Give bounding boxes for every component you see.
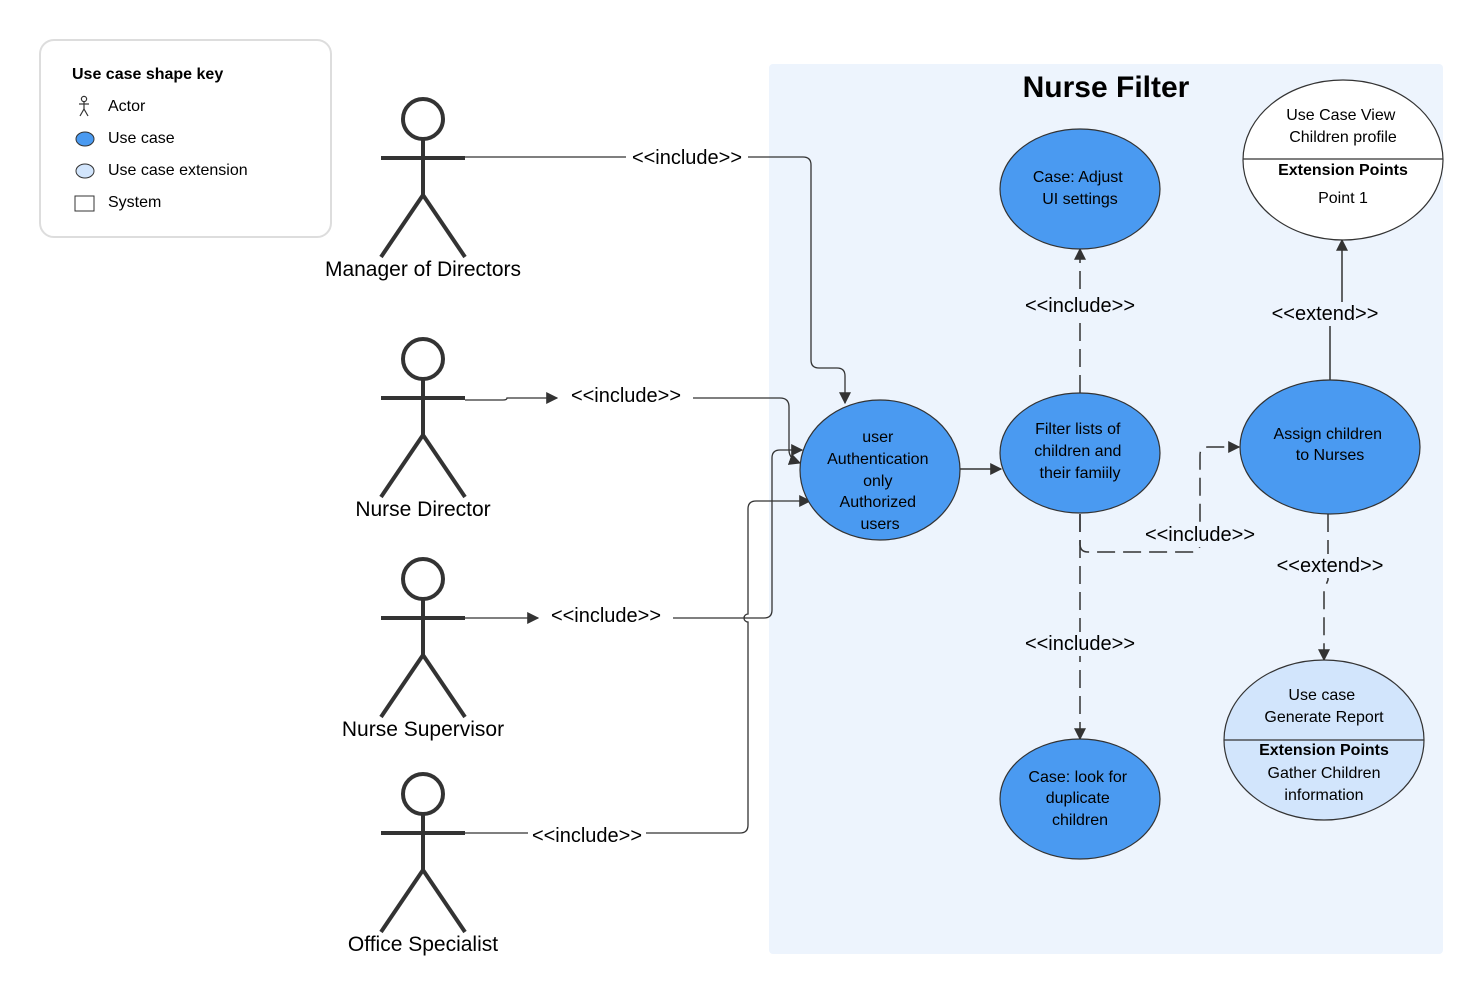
actor-figure-icon <box>379 772 467 934</box>
director-to-auth-connector[interactable] <box>693 397 802 465</box>
supervisor-to-auth-connector[interactable] <box>673 444 804 619</box>
use-case-label: to Nurses <box>1296 447 1364 464</box>
svg-text:Case: look for duplicate: Case: look for duplicate children <box>1028 769 1131 829</box>
use-case-look-for-duplicates[interactable]: Case: look for duplicate children <box>999 738 1161 860</box>
system-key-icon <box>74 195 95 212</box>
key-item-use-case-extension: Use case extension <box>108 162 248 179</box>
use-case-extension-key-icon <box>75 163 95 179</box>
use-case-adjust-ui-settings[interactable]: Case: Adjust UI settings <box>999 128 1161 250</box>
use-case-filter-lists[interactable]: Filter lists of children and their famii… <box>999 392 1161 514</box>
use-case-label: Authentication <box>827 451 928 468</box>
use-case-label: user <box>862 429 894 446</box>
use-case-label: Use case <box>1288 687 1355 704</box>
use-case-label: Use Case View <box>1286 107 1396 124</box>
extension-point: Point 1 <box>1318 190 1368 207</box>
actor-label: Nurse Supervisor <box>342 718 504 741</box>
shape-key[interactable]: Use case shape key Actor Use case Use ca… <box>39 39 332 238</box>
filter-to-assign-connector[interactable] <box>1079 441 1241 553</box>
svg-text:Use case Generate Report: Use case Generate Report <box>1264 687 1384 726</box>
extension-points-title: Extension Points <box>1259 742 1389 759</box>
use-case-label: children <box>1052 812 1108 829</box>
use-case-label: Case: Adjust <box>1033 169 1123 186</box>
actor-figure-icon <box>379 557 467 719</box>
view-extend-label: <<extend>> <box>1272 303 1379 325</box>
use-case-authentication[interactable]: user Authentication only Authorized user… <box>799 399 961 541</box>
use-case-label: UI settings <box>1042 191 1118 208</box>
extension-points-title: Extension Points <box>1278 162 1408 179</box>
actor-key-icon <box>79 95 89 117</box>
actor-label: Nurse Director <box>355 498 490 521</box>
use-case-label: Assign children <box>1274 426 1383 443</box>
key-item-system: System <box>108 194 161 211</box>
use-case-assign-children[interactable]: Assign children to Nurses <box>1239 379 1421 515</box>
svg-text:Assign children to Nurse: Assign children to Nurses <box>1274 426 1387 464</box>
use-case-label: Case: look for <box>1028 769 1127 786</box>
supervisor-include-label: <<include>> <box>551 605 661 627</box>
report-extend-label: <<extend>> <box>1277 555 1384 577</box>
system-title: Nurse Filter <box>1023 71 1190 104</box>
use-case-label: only <box>863 473 892 490</box>
svg-text:Filter lists of children: Filter lists of children and their famii… <box>1034 421 1126 482</box>
svg-text:Use Case View Children p: Use Case View Children profile <box>1286 107 1400 146</box>
key-item-actor: Actor <box>108 98 146 115</box>
use-case-key-icon <box>75 131 95 147</box>
use-case-label: Children profile <box>1289 129 1397 146</box>
use-case-label: children and <box>1034 443 1121 460</box>
assign-include-label: <<include>> <box>1145 524 1255 546</box>
manager-include-label: <<include>> <box>632 147 742 169</box>
director-include-label: <<include>> <box>571 385 681 407</box>
use-case-label: Filter lists of <box>1035 421 1121 438</box>
use-case-label: duplicate <box>1046 790 1110 807</box>
actor-manager-of-directors[interactable]: Manager of Directors <box>325 97 521 281</box>
key-title: Use case shape key <box>72 66 223 83</box>
actor-figure-icon <box>379 97 467 259</box>
office-to-auth-connector[interactable] <box>465 501 810 834</box>
use-case-label: their famiily <box>1040 465 1121 482</box>
svg-text:user Authentication: user Authentication only Authorized user… <box>827 429 933 533</box>
use-case-label: users <box>860 516 899 533</box>
actor-figure-icon <box>379 337 467 499</box>
duplicate-include-label: <<include>> <box>1025 633 1135 655</box>
use-case-label: Generate Report <box>1264 709 1384 726</box>
use-case-view-children-profile[interactable]: Use Case View Children profile Extension… <box>1242 79 1444 241</box>
svg-text:Case: Adjust UI settings: Case: Adjust UI settings <box>1033 169 1127 208</box>
actor-label: Manager of Directors <box>325 258 521 281</box>
use-case-label: Authorized <box>840 494 917 511</box>
director-to-supervisor-label-connector[interactable] <box>465 392 559 404</box>
extension-point: information <box>1284 787 1363 804</box>
actor-office-specialist[interactable]: Office Specialist <box>348 772 498 956</box>
actor-nurse-supervisor[interactable]: Nurse Supervisor <box>342 557 504 741</box>
extension-point: Gather Children <box>1268 765 1381 782</box>
actor-nurse-director[interactable]: Nurse Director <box>355 337 491 521</box>
adjust-include-label: <<include>> <box>1025 295 1135 317</box>
key-item-use-case: Use case <box>108 130 175 147</box>
manager-to-auth-connector[interactable] <box>465 156 845 403</box>
assign-to-report-connector[interactable] <box>1318 514 1330 662</box>
actor-label: Office Specialist <box>348 933 498 956</box>
office-include-label: <<include>> <box>532 825 642 847</box>
use-case-generate-report[interactable]: Use case Generate Report Extension Point… <box>1223 659 1425 821</box>
